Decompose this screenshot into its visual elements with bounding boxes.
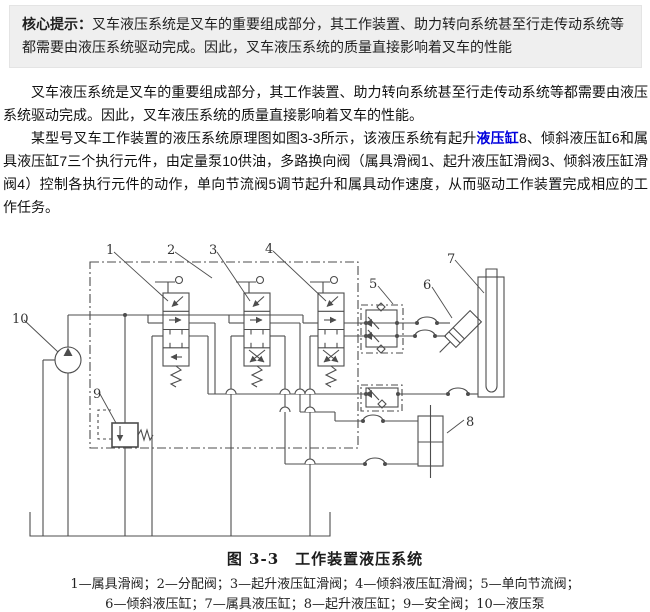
attachment-cylinder-symbol bbox=[477, 268, 505, 398]
figure-legend-line-1: 1—属具滑阀；2—分配阀；3—起升液压缸滑阀；4—倾斜液压缸滑阀；5—单向节流阀… bbox=[70, 577, 580, 592]
article-body: 叉车液压系统是叉车的重要组成部分，其工作装置、助力转向系统甚至行走传动系统等都需… bbox=[3, 81, 648, 219]
diagram-label-4: 4 bbox=[265, 242, 273, 257]
throttle-valve-5 bbox=[360, 302, 404, 354]
lift-cylinder-symbol bbox=[417, 405, 444, 478]
diagram-label-10: 10 bbox=[12, 312, 29, 327]
supply-line bbox=[68, 313, 318, 324]
hydraulic-circuit-diagram: 1 2 3 4 5 6 7 8 9 10 bbox=[12, 242, 505, 537]
valve-block-outline bbox=[89, 261, 359, 449]
diagram-labels: 1 2 3 4 5 6 7 8 9 10 bbox=[12, 242, 474, 430]
paragraph-2-after: 8、倾斜液压缸6和属具液压缸7三个执行元件，由定量泵10供油，多路换向阀（属具滑… bbox=[3, 130, 649, 215]
diagram-label-3: 3 bbox=[209, 243, 217, 258]
safety-valve-symbol bbox=[97, 315, 154, 536]
tank-symbol bbox=[29, 512, 331, 537]
diagram-label-2: 2 bbox=[167, 243, 175, 258]
diagram-label-9: 9 bbox=[93, 387, 101, 402]
diagram-label-1: 1 bbox=[106, 243, 114, 258]
hydraulic-cylinder-link[interactable]: 液压缸 bbox=[476, 130, 519, 146]
diagram-label-7: 7 bbox=[447, 252, 455, 267]
paragraph-2-before: 某型号叉车工作装置的液压系统原理图如图3-3所示，该液压系统有起升 bbox=[31, 130, 477, 146]
spool-valve-3 bbox=[236, 275, 271, 388]
diagram-label-6: 6 bbox=[423, 278, 431, 293]
throttle-valve-lift-line bbox=[360, 384, 403, 412]
core-tip-label: 核心提示： bbox=[22, 16, 92, 32]
figure-caption: 图 3-3 工作装置液压系统 bbox=[226, 550, 424, 568]
hose-symbols bbox=[361, 316, 470, 466]
pump-symbol bbox=[42, 315, 82, 536]
spool-valve-1 bbox=[155, 275, 190, 388]
diagram-label-5: 5 bbox=[369, 277, 377, 292]
figure-legend-line-2: 6—倾斜液压缸；7—属具液压缸；8—起升液压缸；9—安全阀；10—液压泵 bbox=[105, 597, 545, 612]
label-leader-lines bbox=[23, 250, 485, 434]
paragraph-2: 某型号叉车工作装置的液压系统原理图如图3-3所示，该液压系统有起升液压缸8、倾斜… bbox=[3, 127, 648, 219]
pipe-crossing-arcs bbox=[225, 388, 316, 465]
core-tip-box: 核心提示：叉车液压系统是叉车的重要组成部分，其工作装置、助力转向系统甚至行走传动… bbox=[9, 5, 642, 68]
paragraph-1: 叉车液压系统是叉车的重要组成部分，其工作装置、助力转向系统甚至行走传动系统等都需… bbox=[3, 84, 648, 123]
tilt-cylinder-symbol bbox=[439, 309, 483, 353]
diagram-label-8: 8 bbox=[466, 415, 474, 430]
core-tip-text: 叉车液压系统是叉车的重要组成部分，其工作装置、助力转向系统甚至行走传动系统等都需… bbox=[22, 16, 624, 55]
work-port-piping bbox=[189, 322, 478, 465]
spool-valve-4 bbox=[310, 275, 345, 388]
tank-return-lines bbox=[151, 335, 318, 536]
